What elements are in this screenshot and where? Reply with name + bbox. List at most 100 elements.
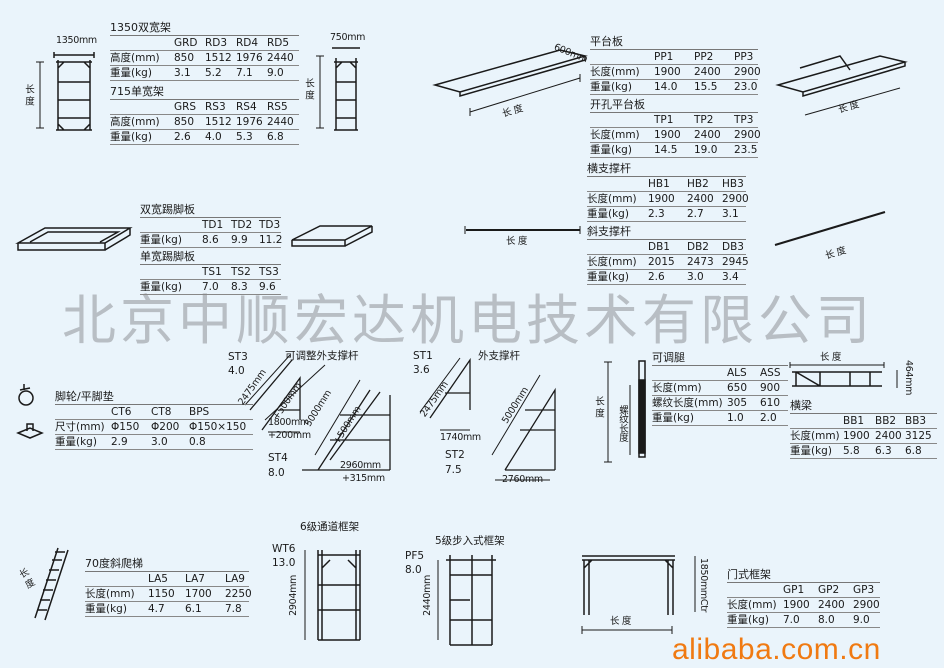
cell: PP3 [734, 51, 754, 63]
st2-code: ST2 [445, 449, 465, 461]
table-title: 横梁 [790, 398, 937, 414]
table-title: 脚轮/平脚垫 [55, 389, 253, 405]
cell: 6.8 [905, 445, 922, 457]
pf5-title: 5级步入式框架 [435, 535, 505, 547]
cell: 2440 [267, 116, 294, 128]
row-label [590, 113, 654, 127]
cell: 2.7 [687, 208, 704, 220]
row-label [652, 366, 727, 380]
cell: 1900 [843, 430, 870, 442]
cell: 2.6 [648, 271, 665, 283]
table-title: 可调腿 [652, 350, 788, 366]
cell: 2.3 [648, 208, 665, 220]
row-label: 高度(mm) [110, 116, 160, 128]
dim-2760: 2760mm [502, 474, 543, 485]
dim-length-beam: 长 度 [820, 352, 842, 363]
cell: 1512 [205, 116, 232, 128]
row-label [55, 405, 111, 419]
cell: 1900 [654, 66, 681, 78]
cell: 23.0 [734, 81, 758, 93]
ladder-drawing [34, 547, 69, 621]
row-label: 重量(kg) [85, 603, 127, 615]
st4-code: ST4 [268, 452, 288, 464]
dim-464: 464mm [903, 360, 914, 396]
row-label: 重量(kg) [590, 144, 632, 156]
cell: 8.0 [818, 614, 835, 626]
cell: TD3 [259, 219, 281, 231]
alibaba-watermark: alibaba.com.cn [672, 633, 881, 666]
row-label: 长度(mm) [587, 193, 637, 205]
cell: TP3 [734, 114, 754, 126]
dim-1350: 1350mm [56, 35, 97, 46]
cell: 1900 [783, 599, 810, 611]
row-label: 尺寸(mm) [55, 421, 105, 433]
st3-weight: 4.0 [228, 365, 245, 377]
row-label: 长度(mm) [587, 256, 637, 268]
cell: 8.6 [202, 234, 219, 246]
cell: BB3 [905, 415, 927, 427]
st1-weight: 3.6 [413, 364, 430, 376]
cell: 1976 [236, 52, 263, 64]
cell: 2945 [722, 256, 749, 268]
cell: DB3 [722, 241, 744, 253]
cell: 3125 [905, 430, 932, 442]
gate-frame-drawing [581, 555, 696, 634]
cell: HB3 [722, 178, 744, 190]
frame-750-drawing [316, 47, 360, 131]
cell: PP1 [654, 51, 674, 63]
cell: 2900 [734, 66, 761, 78]
dim-1740: 1740mm [440, 432, 481, 443]
adj-outrigger-drawing [244, 354, 391, 471]
cell: 2900 [722, 193, 749, 205]
table-title: 715单宽架 [110, 84, 299, 100]
hatch-platform-drawing [775, 55, 908, 116]
row-label: 长度(mm) [85, 588, 135, 600]
cell: Φ150 [111, 421, 140, 433]
row-label: 高度(mm) [110, 52, 160, 64]
cell: 2400 [875, 430, 902, 442]
cell: 1512 [205, 52, 232, 64]
caster-icon [16, 384, 44, 439]
table-title: 70度斜爬梯 [85, 556, 249, 572]
dim-2440: 2440mm [422, 575, 433, 616]
beam-drawing [789, 362, 898, 388]
cell: 9.9 [231, 234, 248, 246]
cell: RD4 [236, 37, 259, 49]
row-label [140, 218, 202, 232]
table-title: 单宽踢脚板 [140, 249, 281, 265]
row-label: 长度(mm) [727, 599, 777, 611]
row-label [110, 36, 174, 50]
cell: TS2 [231, 266, 251, 278]
cell: 1150 [148, 588, 175, 600]
adj-outrigger-title: 可调整外支撑杆 [285, 350, 359, 362]
wt6-drawing [304, 550, 361, 641]
dim-length-750: 长 度 [303, 78, 314, 100]
row-label [590, 50, 654, 64]
cell: 15.5 [694, 81, 718, 93]
cell: 3.4 [722, 271, 739, 283]
row-label: 重量(kg) [140, 281, 182, 293]
